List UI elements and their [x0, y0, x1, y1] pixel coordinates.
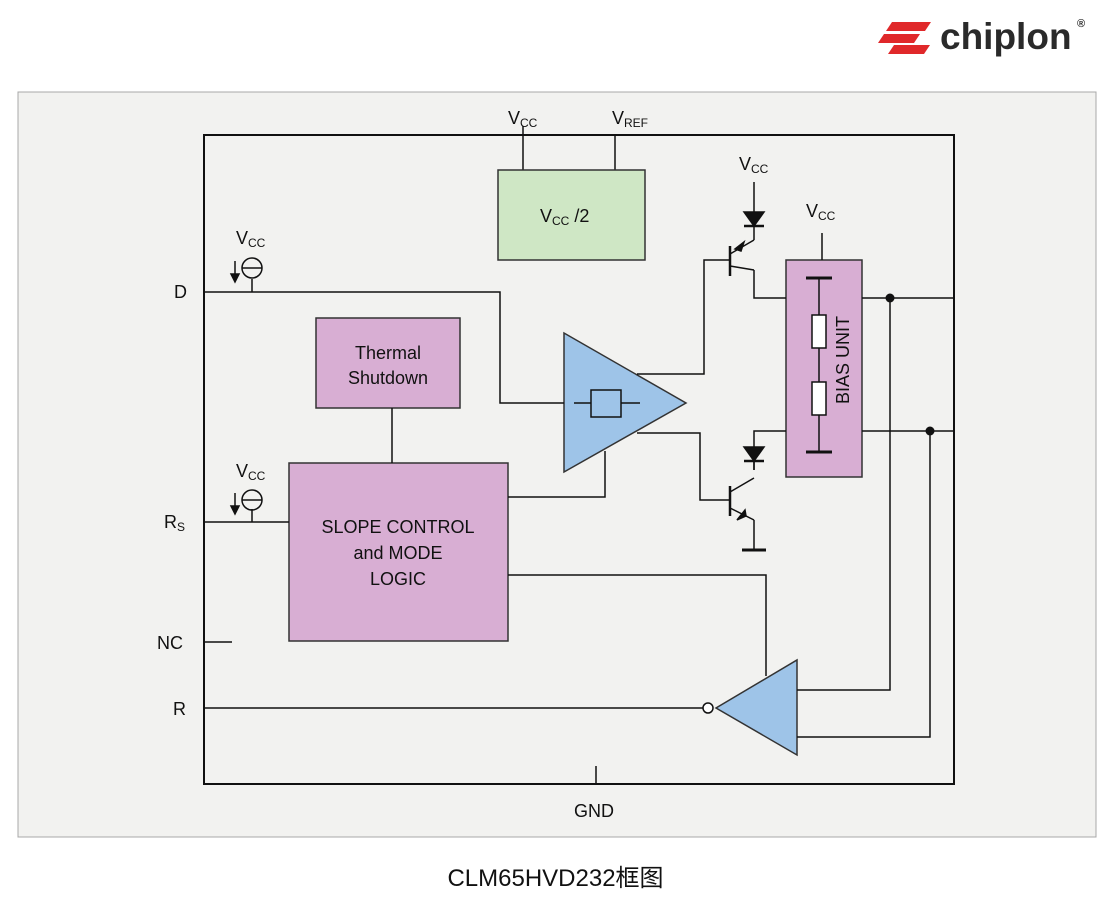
pin-r-label: R	[173, 699, 186, 719]
top-transistor	[728, 182, 766, 276]
junction-dot-top	[885, 293, 895, 303]
pin-vcc-label: VCC	[508, 108, 538, 130]
figure-caption: CLM65HVD232框图	[447, 865, 664, 892]
pin-nc-label: NC	[157, 633, 183, 653]
thermal-shutdown-block	[315, 317, 461, 409]
chip-outline	[203, 134, 955, 785]
bottom-transistor	[728, 446, 766, 552]
logo-text: chiplon	[940, 16, 1072, 57]
current-source-d-icon	[229, 257, 263, 284]
transistor-vcc-label: VCC	[739, 154, 769, 176]
current-source-rs-icon	[229, 489, 263, 516]
bias-vcc-label: VCC	[806, 201, 836, 223]
pin-vref-label: VREF	[612, 108, 648, 130]
slope-control-block	[288, 462, 509, 642]
receiver-amplifier	[702, 658, 798, 757]
junction-dot-bottom	[925, 426, 935, 436]
current-source-rs-vcc: VCC	[236, 461, 266, 483]
logo-registered-mark: ®	[1077, 18, 1085, 30]
bias-unit-block	[785, 259, 863, 478]
top-supply-pins	[522, 126, 616, 170]
bias-resistors	[806, 276, 832, 454]
slope-label-line1: SLOPE CONTROL	[321, 517, 474, 537]
vcc-half-block	[497, 169, 646, 261]
wiring	[204, 259, 954, 784]
current-source-d-vcc: VCC	[236, 228, 266, 250]
slope-label-line3: LOGIC	[370, 569, 426, 589]
chiplon-logo: chiplon ®	[878, 16, 1085, 57]
logo-mark-icon	[878, 22, 931, 54]
slope-label-line2: and MODE	[353, 543, 442, 563]
thermal-label-line1: Thermal	[355, 343, 421, 363]
pin-d-label: D	[174, 282, 187, 302]
pin-rs-label: RS	[164, 512, 185, 534]
vcc-half-label: VCC/2	[540, 206, 589, 228]
pin-gnd-label: GND	[574, 801, 614, 821]
thermal-label-line2: Shutdown	[348, 368, 428, 388]
bias-unit-label: BIAS UNIT	[833, 316, 853, 404]
